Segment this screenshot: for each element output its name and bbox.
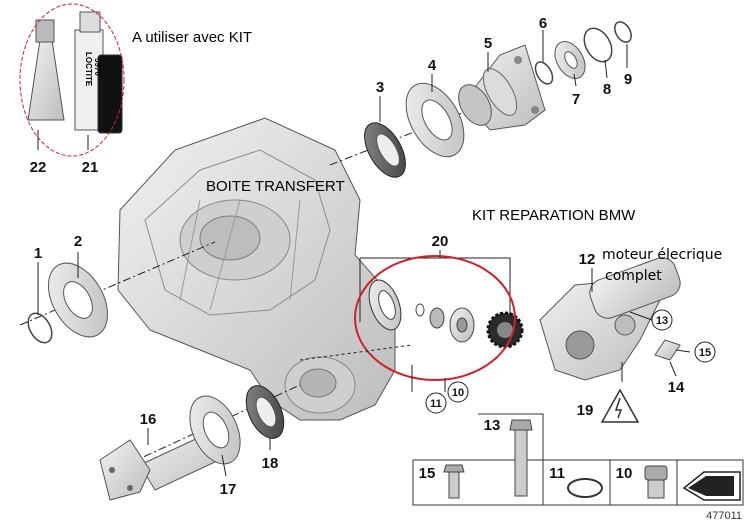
warning-icon: [600, 388, 640, 423]
circled-number-11-label: 11: [430, 398, 442, 410]
plug-screw-icon: [644, 465, 668, 499]
sealant-highlight-circle: [19, 3, 125, 157]
seal-part-18: [245, 385, 285, 439]
circled-number-10: 10: [447, 381, 469, 403]
kit-highlight-circle: [354, 255, 516, 381]
part-number-19: 19: [577, 402, 594, 419]
annotation-use-with-kit: A utiliser avec KIT: [132, 29, 252, 46]
part-number-6: 6: [539, 15, 547, 32]
bracket-part-14: [654, 339, 681, 361]
sealant-tube-part-21: LOCTITE 5970: [74, 11, 123, 134]
diagram-id: 477011: [706, 510, 742, 522]
annotation-repair-kit: KIT REPARATION BMW: [472, 207, 636, 224]
part-number-20: 20: [432, 233, 449, 250]
part-number-18: 18: [262, 455, 279, 472]
sealant-tube-part-22: [27, 19, 65, 121]
part-number-14: 14: [668, 379, 685, 396]
circled-number-11: 11: [425, 392, 447, 414]
legend-number-13: 13: [484, 417, 501, 434]
transfer-case-housing: [117, 117, 396, 421]
washer-part-2: [48, 262, 108, 338]
part-number-1: 1: [34, 245, 42, 262]
kit-bearing: [449, 307, 475, 343]
circled-number-13-label: 13: [656, 315, 668, 327]
circled-number-15: 15: [694, 341, 716, 363]
legend-number-11: 11: [549, 465, 565, 482]
o-ring-part-6: [534, 61, 554, 85]
annotation-transfer-box: BOITE TRANSFERT: [206, 178, 345, 195]
kit-seal: [368, 279, 402, 331]
circled-number-15-label: 15: [699, 347, 711, 359]
part-number-16: 16: [140, 411, 157, 428]
part-number-17: 17: [220, 481, 237, 498]
kit-gear: [486, 311, 524, 349]
annotation-motor-line2: complet: [605, 268, 662, 284]
part-number-8: 8: [603, 81, 611, 98]
legend-number-15: 15: [419, 465, 436, 482]
bolt-short-icon: [443, 464, 465, 499]
washer-part-17: [189, 395, 241, 465]
electric-motor-part-12: [539, 257, 681, 381]
part-number-5: 5: [484, 35, 492, 52]
o-ring-part-1: [27, 312, 53, 344]
part-number-12: 12: [579, 251, 596, 268]
arrow-icon: [682, 471, 741, 501]
circled-number-10-label: 10: [452, 387, 464, 399]
tube-product-label: 5970: [93, 58, 102, 76]
legend-number-10: 10: [616, 465, 633, 482]
part-number-9: 9: [624, 71, 632, 88]
washer-part-4: [405, 82, 465, 158]
leader-lines: [37, 30, 691, 477]
part-number-3: 3: [376, 79, 384, 96]
seal-part-3: [364, 122, 406, 178]
part-number-21: 21: [82, 159, 99, 176]
part-number-22: 22: [30, 159, 47, 176]
part-number-4: 4: [428, 57, 437, 74]
washer-part-7: [554, 41, 586, 79]
output-flange-part-5: [458, 44, 546, 131]
legend-table: 15 13 11 10: [412, 413, 744, 506]
annotation-motor-line1: moteur élecrique: [602, 247, 722, 263]
ring-part-9: [614, 21, 632, 43]
part-number-7: 7: [572, 91, 580, 108]
circled-number-13: 13: [651, 309, 673, 331]
tube-brand-label: LOCTITE: [84, 52, 93, 87]
part-number-2: 2: [74, 233, 82, 250]
o-ring-icon: [567, 478, 603, 498]
ring-part-8: [583, 27, 613, 63]
bolt-long-icon: [509, 419, 533, 497]
